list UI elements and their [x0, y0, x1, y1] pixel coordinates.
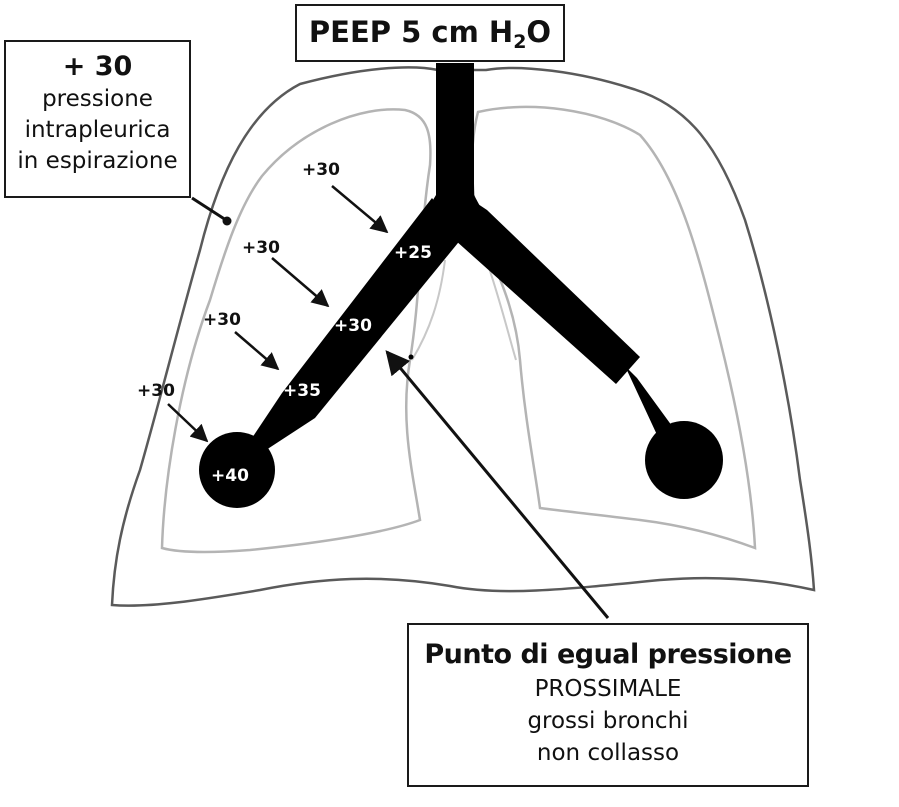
pressure-arrow-4: [167, 403, 209, 443]
outside-pressure-label-2: +30: [242, 238, 280, 258]
peep-text: PEEP 5 cm H: [308, 15, 514, 49]
outside-pressure-label-4: +30: [137, 381, 175, 401]
epp-title: Punto di egual pressione: [424, 639, 792, 670]
pressure-arrow-2: [271, 257, 330, 308]
airway-pressure-label-3: +35: [283, 381, 321, 401]
peep-subscript: 2: [513, 31, 527, 53]
intrapleural-line-1: pressione: [42, 86, 153, 112]
left-lung-outline: [160, 108, 432, 554]
right-bronchiole: [625, 366, 672, 437]
intrapleural-line-3: in espirazione: [17, 148, 178, 174]
epp-arrow: [385, 350, 610, 619]
trachea: [436, 63, 474, 203]
thorax-outline: [110, 66, 816, 607]
pressure-arrow-3: [234, 331, 280, 371]
intrapleural-value: + 30: [62, 51, 133, 82]
epp-line-2: grossi bronchi: [527, 708, 689, 734]
airway-pressure-label-1: +25: [394, 243, 432, 263]
epp-line-3: non collasso: [536, 740, 680, 766]
airway-pressure-label-4: +40: [211, 466, 249, 486]
right-inner-line: [487, 264, 517, 361]
pressure-arrow-1: [331, 185, 389, 234]
left-alveolus: [199, 432, 275, 508]
right-alveolus: [645, 421, 723, 499]
peep-text-end: O: [526, 15, 552, 49]
peep-label-box: PEEP 5 cm H2O: [295, 4, 565, 62]
equal-pressure-point-box: Punto di egual pressione PROSSIMALE gros…: [407, 623, 809, 787]
pleura-pointer-dot: [222, 216, 232, 226]
epp-line-1: PROSSIMALE: [534, 676, 682, 702]
outside-pressure-label-3: +30: [203, 310, 241, 330]
right-bronchus: [455, 196, 640, 384]
pleura-pointer-line: [191, 196, 227, 222]
epp-point-dot: [408, 354, 414, 360]
intrapleural-pressure-box: + 30 pressione intrapleurica in espirazi…: [4, 40, 191, 198]
left-bronchus: [252, 198, 462, 450]
outside-pressure-label-1: +30: [302, 160, 340, 180]
right-lung-outline: [470, 105, 757, 550]
intrapleural-line-2: intrapleurica: [24, 117, 171, 143]
left-inner-line: [411, 259, 446, 361]
airway-pressure-label-2: +30: [334, 316, 372, 336]
